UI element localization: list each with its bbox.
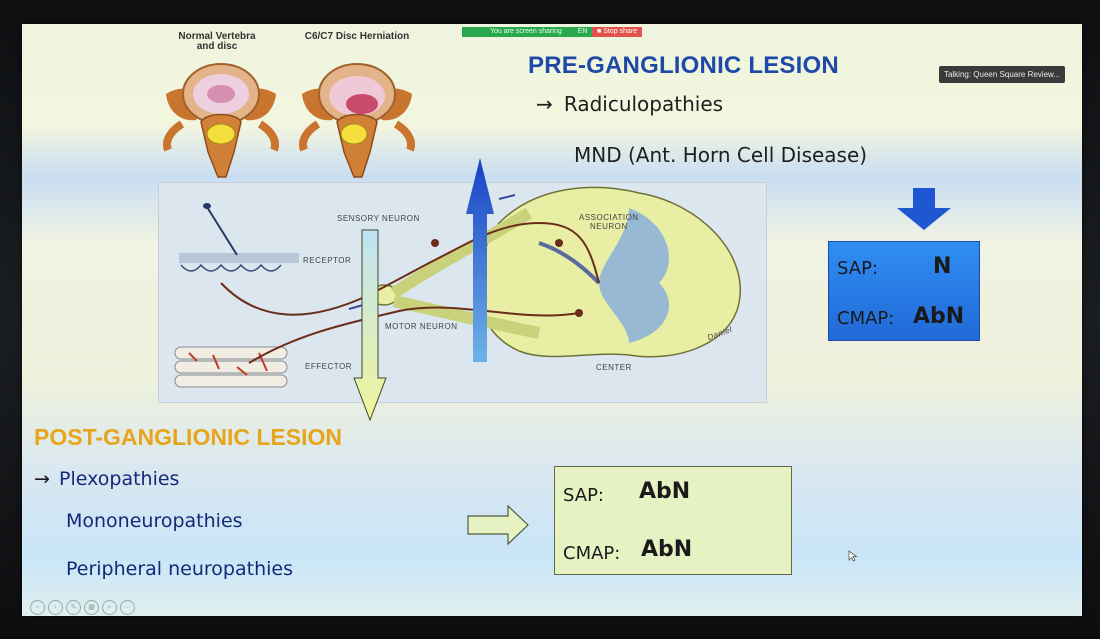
post-item-1-label: Plexopathies [59,468,180,490]
more-options-icon[interactable]: ⋯ [120,600,135,615]
screen-share-bar: You are screen sharing EN ■ Stop share [462,27,643,37]
next-slide-icon[interactable]: › [48,600,63,615]
talking-indicator: Talking: Queen Square Review... [939,66,1065,83]
stop-icon: ■ [597,28,604,35]
presentation-slide: You are screen sharing EN ■ Stop share T… [22,24,1082,616]
post-item-mononeuropathies: Mononeuropathies [66,510,243,532]
label-sensory-neuron: SENSORY NEURON [337,214,420,223]
right-arrow-icon [467,504,529,546]
pre-item-1-label: Radiculopathies [563,92,724,116]
normal-caption-line2: and disc [196,41,238,52]
zoom-icon[interactable]: ⌕ [102,600,117,615]
mouse-cursor-icon [848,550,858,562]
pre-ganglionic-result-box: SAP: N CMAP: AbN [828,241,980,341]
stop-share-button[interactable]: ■ Stop share [592,27,643,37]
previous-slide-icon[interactable]: ‹ [30,600,45,615]
label-center: CENTER [596,363,632,372]
language-label[interactable]: EN [577,28,588,35]
reflex-arc-image [174,186,741,388]
pre-ganglionic-title: PRE-GANGLIONIC LESION [528,52,839,79]
label-effector: EFFECTOR [305,362,352,371]
stop-share-label: Stop share [603,28,638,35]
post-sap-label: SAP: [563,485,604,506]
pre-cmap-label: CMAP: [837,308,895,329]
share-status-text: You are screen sharing [490,28,562,35]
post-cmap-value: AbN [641,537,693,562]
post-cmap-label: CMAP: [563,543,621,564]
herniated-vertebra-image [299,63,415,178]
down-yellow-arrow-icon [353,229,387,422]
post-item-peripheral: Peripheral neuropathies [66,558,293,580]
arrow-icon: → [536,92,553,116]
pre-sap-label: SAP: [837,258,878,279]
down-arrow-icon [897,188,951,230]
association-line2: NEURON [589,222,628,231]
normal-caption-line1: Normal Vertebra [178,31,256,42]
association-line1: ASSOCIATION [579,213,639,222]
label-association-neuron: ASSOCIATION NEURON [579,213,639,231]
post-item-plexopathies: → Plexopathies [34,468,179,490]
pre-item-radiculopathies: → Radiculopathies [536,92,723,116]
normal-vertebra-image [163,63,279,178]
normal-vertebra-caption: Normal Vertebra and disc [167,32,267,52]
slides-grid-icon[interactable]: ▦ [84,600,99,615]
slideshow-toolbar: ‹ › ✎ ▦ ⌕ ⋯ [30,600,135,615]
post-ganglionic-result-box: SAP: AbN CMAP: AbN [554,466,792,575]
herniation-caption: C6/C7 Disc Herniation [304,31,410,42]
label-receptor: RECEPTOR [303,256,352,265]
pre-cmap-value: AbN [913,304,965,329]
post-ganglionic-title: POST-GANGLIONIC LESION [34,424,342,450]
pre-item-mnd: MND (Ant. Horn Cell Disease) [574,143,868,167]
up-blue-arrow-icon [466,158,494,362]
reflex-arc-diagram: SENSORY NEURON RECEPTOR MOTOR NEURON EFF… [158,182,767,403]
pen-icon[interactable]: ✎ [66,600,81,615]
post-sap-value: AbN [639,479,691,504]
share-status: You are screen sharing EN [462,27,592,37]
arrow-icon: → [34,468,50,490]
label-motor-neuron: MOTOR NEURON [385,322,458,331]
pre-sap-value: N [933,254,952,279]
